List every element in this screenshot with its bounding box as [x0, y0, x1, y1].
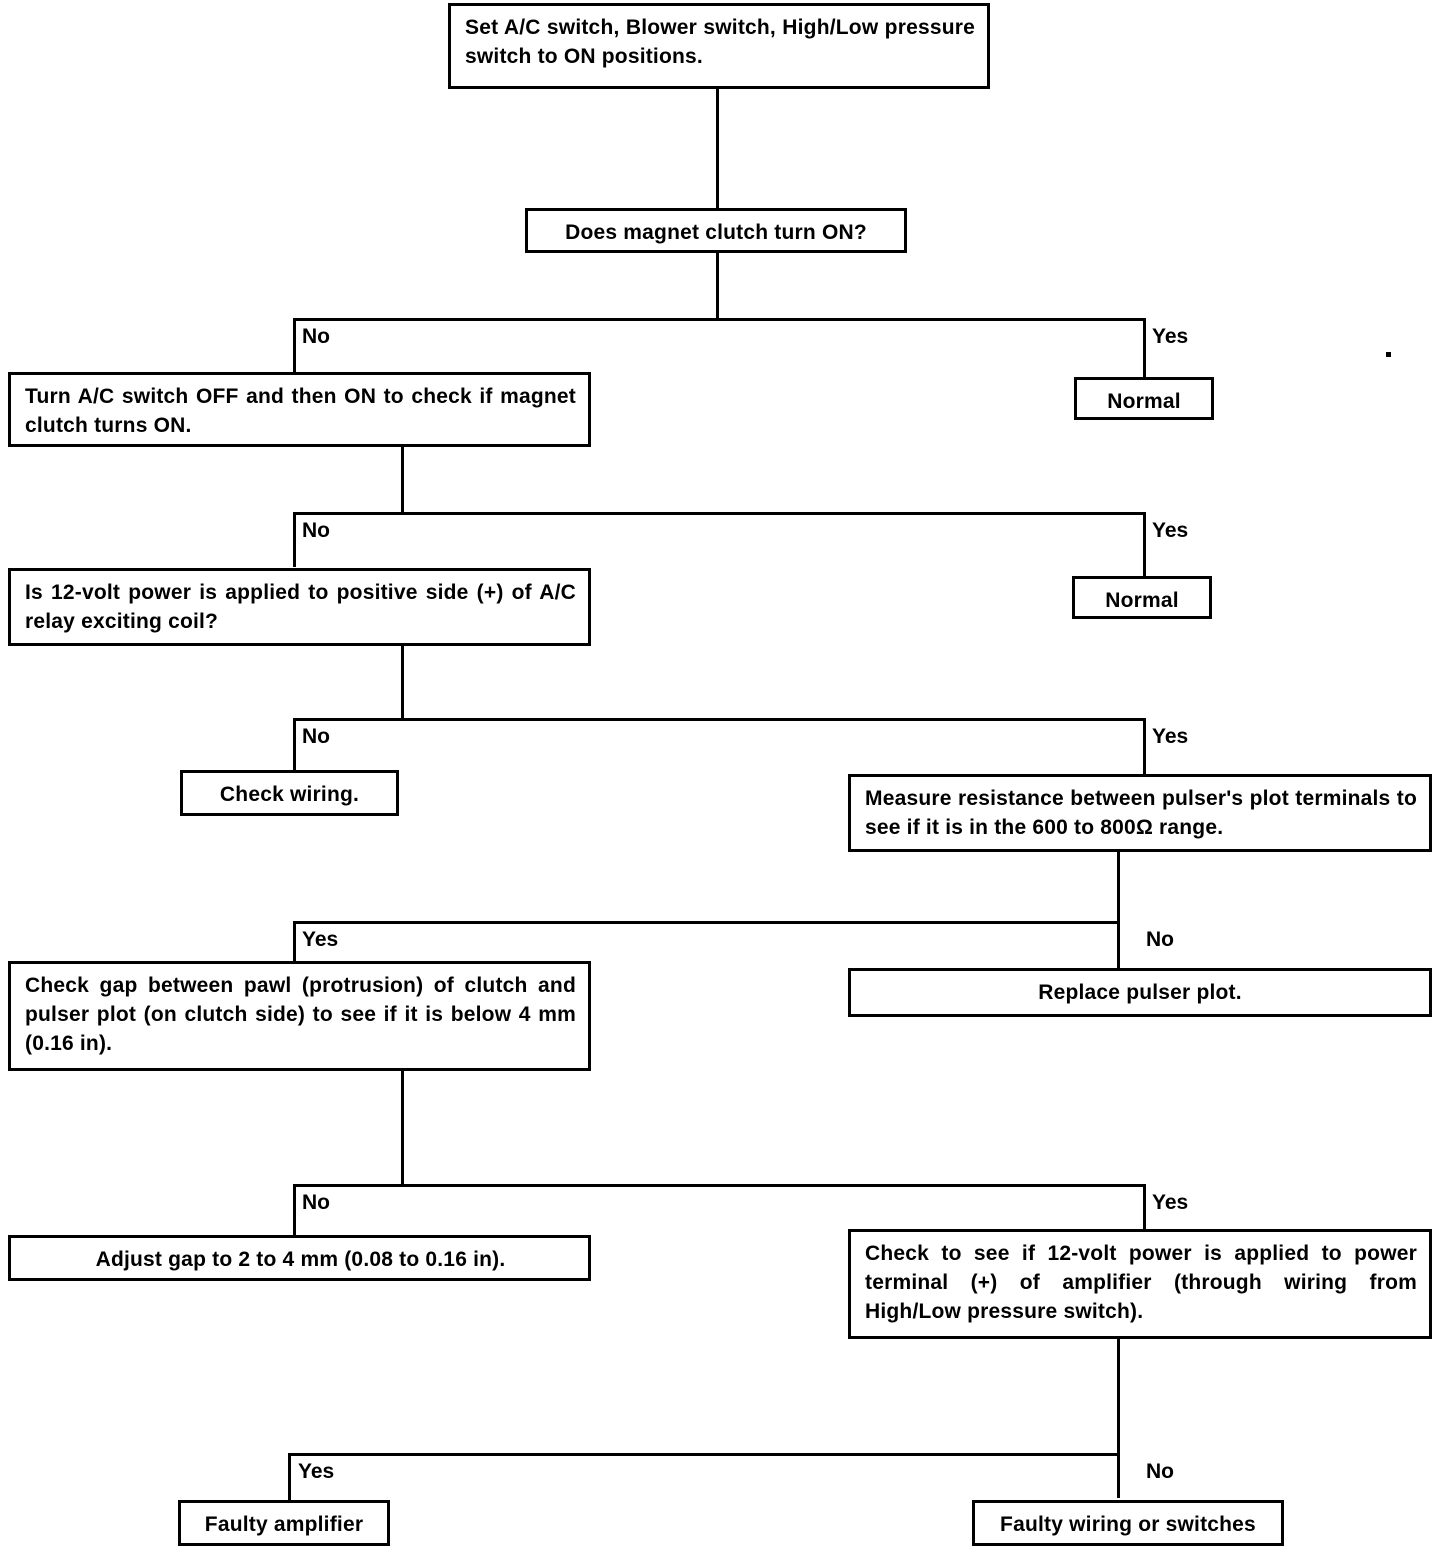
branch1-label-yes: Yes [1152, 325, 1189, 348]
node-q-12volt-relay-text: Is 12-volt power is applied to positive … [25, 581, 576, 633]
branch4-bar [293, 921, 1120, 924]
node-faulty-amplifier: Faulty amplifier [178, 1500, 390, 1546]
branch5-stem [401, 1071, 404, 1184]
node-adjust-gap: Adjust gap to 2 to 4 mm (0.08 to 0.16 in… [8, 1235, 591, 1281]
branch5-drop-no [293, 1184, 296, 1235]
branch6-drop-yes [288, 1453, 291, 1500]
node-check-gap-text: Check gap between pawl (protrusion) of c… [25, 974, 576, 1055]
branch1-label-no: No [302, 325, 330, 348]
node-check-wiring: Check wiring. [180, 770, 399, 816]
branch4-label-yes: Yes [302, 928, 339, 951]
branch2-label-no: No [302, 519, 330, 542]
node-faulty-wiring: Faulty wiring or switches [972, 1500, 1284, 1546]
node-start-text: Set A/C switch, Blower switch, High/Low … [465, 16, 975, 68]
branch2-stem [401, 447, 404, 512]
branch6-label-yes: Yes [298, 1460, 335, 1483]
branch4-drop-yes [293, 921, 296, 961]
node-q-clutch-on: Does magnet clutch turn ON? [525, 208, 907, 253]
branch5-label-yes: Yes [1152, 1191, 1189, 1214]
branch2-drop-yes [1143, 512, 1146, 576]
node-q-clutch-on-text: Does magnet clutch turn ON? [565, 221, 867, 244]
branch1-drop-no [293, 318, 296, 372]
branch1-drop-yes [1143, 318, 1146, 377]
node-normal-1: Normal [1074, 377, 1214, 420]
node-normal-1-text: Normal [1107, 390, 1181, 413]
node-check-amp-power: Check to see if 12-volt power is applied… [848, 1229, 1432, 1339]
branch5-label-no: No [302, 1191, 330, 1214]
branch1-bar [293, 318, 1146, 321]
branch6-bar [288, 1453, 1120, 1456]
node-normal-2: Normal [1072, 576, 1212, 619]
node-check-wiring-text: Check wiring. [219, 783, 360, 806]
branch3-stem [401, 646, 404, 718]
branch4-stem [1117, 852, 1120, 921]
node-measure-resistance-text: Measure resistance between pulser's plot… [865, 787, 1417, 839]
node-replace-pulser-text: Replace pulser plot. [1038, 981, 1242, 1004]
branch5-drop-yes [1143, 1184, 1146, 1229]
node-normal-2-text: Normal [1105, 589, 1179, 612]
branch2-bar [293, 512, 1146, 515]
scan-speck [1386, 352, 1391, 357]
branch3-drop-no [293, 718, 296, 770]
branch4-drop-no [1117, 921, 1120, 968]
branch1-stem [716, 253, 719, 318]
branch6-drop-no [1117, 1453, 1120, 1498]
node-measure-resistance: Measure resistance between pulser's plot… [848, 774, 1432, 852]
branch3-label-yes: Yes [1152, 725, 1189, 748]
node-faulty-amplifier-text: Faulty amplifier [204, 1513, 364, 1536]
node-replace-pulser: Replace pulser plot. [848, 968, 1432, 1017]
branch2-drop-no [293, 512, 296, 567]
node-start: Set A/C switch, Blower switch, High/Low … [448, 3, 990, 89]
node-check-gap: Check gap between pawl (protrusion) of c… [8, 961, 591, 1071]
node-adjust-gap-text: Adjust gap to 2 to 4 mm (0.08 to 0.16 in… [95, 1248, 506, 1271]
node-turn-off-on: Turn A/C switch OFF and then ON to check… [8, 372, 591, 447]
branch5-bar [293, 1184, 1146, 1187]
branch6-stem [1117, 1339, 1120, 1453]
branch6-label-no: No [1146, 1460, 1174, 1483]
node-q-12volt-relay: Is 12-volt power is applied to positive … [8, 568, 591, 646]
node-check-amp-power-text: Check to see if 12-volt power is applied… [865, 1242, 1417, 1323]
node-faulty-wiring-text: Faulty wiring or switches [1000, 1513, 1256, 1536]
branch3-bar [293, 718, 1146, 721]
connector-start-to-q1 [716, 89, 719, 208]
branch3-label-no: No [302, 725, 330, 748]
node-turn-off-on-text: Turn A/C switch OFF and then ON to check… [25, 385, 576, 437]
branch2-label-yes: Yes [1152, 519, 1189, 542]
branch4-label-no: No [1146, 928, 1174, 951]
branch3-drop-yes [1143, 718, 1146, 774]
